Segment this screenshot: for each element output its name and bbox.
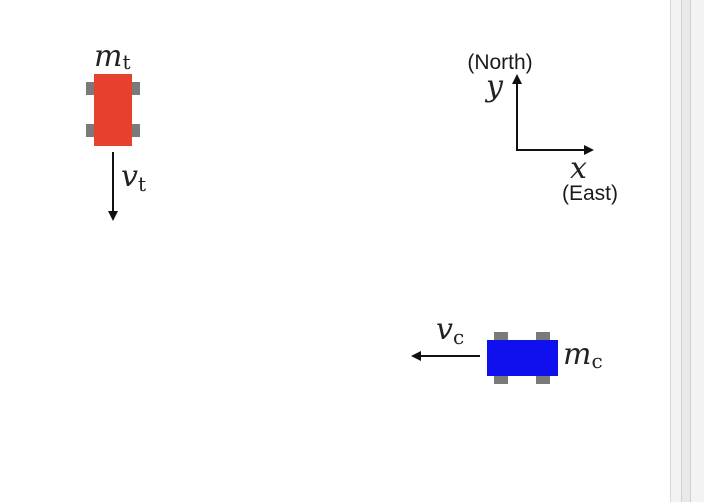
truck-mass-label: mt: [94, 39, 131, 74]
car-wheel-rear-top: [536, 332, 550, 341]
truck-vehicle: [86, 74, 140, 146]
truck-wheel-rear-right: [132, 124, 140, 137]
truck-wheel-front-right: [132, 82, 140, 95]
car-wheel-front-top: [494, 332, 508, 341]
panel-divider: [670, 0, 671, 502]
car-vehicle: [487, 332, 558, 384]
car-velocity-label: vc: [436, 312, 464, 349]
car-wheel-front-bottom: [494, 375, 508, 384]
collision-diagram: mt vt (North) y x (East) mc vc: [86, 39, 618, 384]
car-body: [487, 340, 558, 376]
car-wheel-rear-bottom: [536, 375, 550, 384]
car-mass-label: mc: [563, 337, 603, 373]
truck-velocity-label: vt: [121, 159, 146, 196]
truck-body: [94, 74, 132, 146]
vertical-scrollbar[interactable]: [681, 0, 691, 502]
x-axis-label: x: [570, 151, 587, 186]
truck-wheel-rear-left: [86, 124, 94, 137]
x-direction-label: (East): [562, 182, 618, 205]
truck-wheel-front-left: [86, 82, 94, 95]
y-axis-label: y: [484, 69, 504, 104]
y-direction-label: (North): [467, 51, 532, 74]
coordinate-axes: (North) y x (East): [467, 51, 618, 205]
